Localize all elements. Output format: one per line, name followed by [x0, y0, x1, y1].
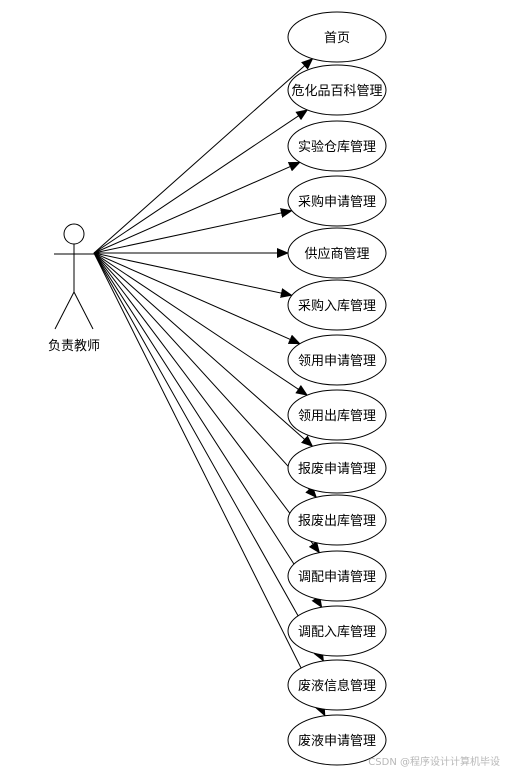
- use-case-label: 供应商管理: [304, 246, 369, 262]
- association-uc-purchase-request: [93, 208, 293, 254]
- use-case-ellipse: [287, 227, 387, 279]
- use-case-uc-purchase-request: 采购申请管理: [287, 175, 387, 227]
- actor-label: 负责教师: [48, 338, 100, 354]
- association-uc-purchase-inbound: [93, 252, 293, 298]
- use-case-label: 领用申请管理: [298, 354, 376, 369]
- association-uc-lab-warehouse: [93, 161, 301, 254]
- use-case-uc-scrap-outbound: 报废出库管理: [287, 494, 387, 546]
- association-uc-scrap-request: [93, 252, 314, 448]
- actor: 负责教师: [48, 223, 100, 354]
- actor-left-leg: [54, 291, 75, 330]
- use-case-uc-requisition-outbound: 领用出库管理: [287, 389, 387, 441]
- association-uc-scrap-outbound: [93, 252, 318, 499]
- use-case-uc-lab-warehouse: 实验仓库管理: [287, 120, 387, 172]
- use-case-label: 采购入库管理: [298, 298, 376, 314]
- use-case-ellipse: [287, 279, 387, 331]
- use-case-ellipse: [287, 64, 387, 116]
- use-case-label: 首页: [324, 31, 350, 46]
- actor-head: [63, 223, 85, 245]
- use-case-ellipse: [287, 659, 387, 711]
- use-case-label: 实验仓库管理: [298, 139, 376, 155]
- association-uc-requisition-outbound: [93, 252, 309, 396]
- association-uc-waste-liquid-info: [93, 252, 324, 662]
- association-uc-transfer-inbound: [93, 252, 323, 609]
- use-case-ellipse: [287, 120, 387, 172]
- use-case-uc-requisition-request: 领用申请管理: [287, 334, 387, 386]
- use-case-uc-supplier: 供应商管理: [287, 227, 387, 279]
- association-uc-home: [93, 58, 314, 254]
- use-case-label: 报废申请管理: [298, 461, 376, 477]
- use-case-ellipse: [287, 389, 387, 441]
- use-case-uc-purchase-inbound: 采购入库管理: [287, 279, 387, 331]
- use-case-uc-transfer-inbound: 调配入库管理: [287, 605, 387, 657]
- association-uc-hazmat-encyclopedia: [93, 109, 309, 254]
- use-cases: 首页危化品百科管理实验仓库管理采购申请管理供应商管理采购入库管理领用申请管理领用…: [287, 11, 387, 766]
- use-case-label: 报废出库管理: [298, 513, 376, 529]
- use-case-ellipse: [287, 605, 387, 657]
- use-case-uc-waste-liquid-request: 废液申请管理: [287, 714, 387, 766]
- use-case-label: 采购申请管理: [298, 194, 376, 210]
- use-case-uc-scrap-request: 报废申请管理: [287, 442, 387, 494]
- association-uc-requisition-request: [93, 252, 301, 345]
- actor-right-leg: [73, 291, 94, 330]
- use-case-label: 领用出库管理: [298, 408, 376, 424]
- association-uc-transfer-request: [93, 252, 321, 554]
- use-case-label: 调配申请管理: [298, 570, 376, 585]
- use-case-ellipse: [287, 494, 387, 546]
- use-case-ellipse: [287, 334, 387, 386]
- use-case-ellipse: [287, 175, 387, 227]
- associations: [93, 58, 326, 717]
- use-case-ellipse: [287, 11, 387, 63]
- use-case-ellipse: [287, 714, 387, 766]
- association-uc-waste-liquid-request: [93, 252, 326, 717]
- use-case-uc-home: 首页: [287, 11, 387, 63]
- use-case-ellipse: [287, 442, 387, 494]
- use-case-uc-transfer-request: 调配申请管理: [287, 550, 387, 602]
- use-case-uc-waste-liquid-info: 废液信息管理: [287, 659, 387, 711]
- use-case-label: 调配入库管理: [298, 624, 376, 640]
- use-case-ellipse: [287, 550, 387, 602]
- watermark: CSDN @程序设计计算机毕设: [368, 755, 500, 768]
- use-case-label: 危化品百科管理: [291, 84, 382, 99]
- use-case-label: 废液信息管理: [298, 678, 376, 694]
- use-case-uc-hazmat-encyclopedia: 危化品百科管理: [287, 64, 387, 116]
- use-case-label: 废液申请管理: [298, 733, 376, 749]
